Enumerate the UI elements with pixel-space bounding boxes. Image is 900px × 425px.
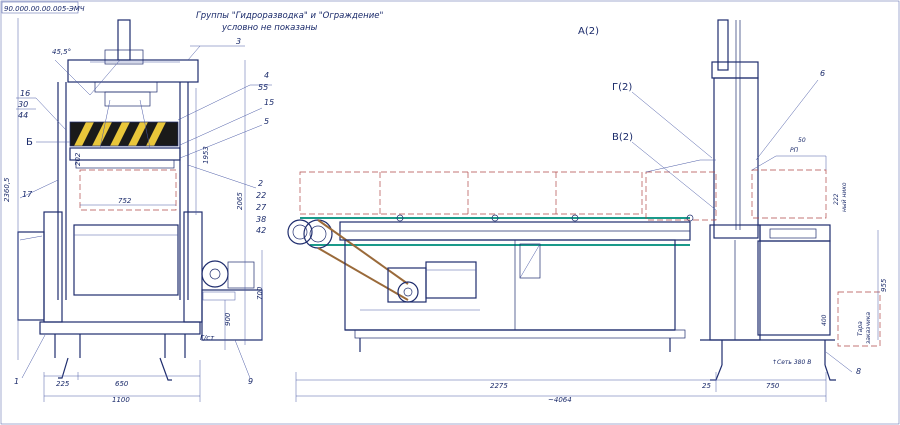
doc-code-text: 90.000.00.00.005-ЭМЧ bbox=[4, 5, 85, 13]
dim-955: 955 bbox=[880, 278, 888, 292]
dim-2065: 2065 bbox=[236, 192, 244, 210]
dim-1100: 1100 bbox=[112, 396, 130, 404]
dim-222: 222 bbox=[833, 193, 840, 205]
view-g-label: Г(2) bbox=[612, 82, 632, 93]
dim-50: 50 bbox=[798, 137, 806, 144]
tara-label: Тара bbox=[857, 321, 864, 336]
dim-4064: ~4064 bbox=[548, 396, 572, 404]
callout-55: 55 bbox=[258, 83, 268, 92]
dim-750: 750 bbox=[766, 382, 780, 390]
dim-400: 400 bbox=[821, 314, 828, 326]
dim-225: 225 bbox=[56, 380, 70, 388]
callout-15: 15 bbox=[264, 98, 274, 107]
callout-16: 16 bbox=[20, 89, 30, 98]
note-line-2: условно не показаны bbox=[221, 23, 318, 33]
callout-22: 22 bbox=[256, 191, 266, 200]
callout-9: 9 bbox=[248, 377, 253, 386]
net-label: ↑Сеть 380 В bbox=[772, 359, 811, 366]
callout-8: 8 bbox=[856, 367, 861, 376]
dim-2360: 2360,5 bbox=[3, 177, 11, 202]
callout-30: 30 bbox=[18, 100, 28, 109]
side-conveyor-view bbox=[287, 19, 881, 381]
dim-1953: 1953 bbox=[202, 146, 210, 164]
view-v-label: В(2) bbox=[612, 132, 633, 143]
dim-2275: 2275 bbox=[490, 382, 508, 390]
dim-25: 25 bbox=[702, 382, 711, 390]
dim-202: 202 bbox=[74, 152, 82, 166]
callout-27: 27 bbox=[256, 203, 267, 212]
dim-752: 752 bbox=[118, 197, 132, 205]
dim-900: 900 bbox=[224, 312, 232, 326]
view-a-label: A(2) bbox=[578, 26, 599, 37]
callout-6: 6 bbox=[820, 69, 825, 78]
note-line-1: Группы "Гидроразводка" и "Ограждение" bbox=[196, 11, 383, 21]
angle-label: 45,5° bbox=[52, 48, 71, 56]
callout-38: 38 bbox=[256, 215, 266, 224]
callout-44: 44 bbox=[18, 111, 28, 120]
gst-label: Г/ст bbox=[200, 334, 215, 342]
left-press-view bbox=[17, 19, 263, 381]
callout-3: 3 bbox=[236, 37, 241, 46]
callout-42: 42 bbox=[256, 226, 266, 235]
doc-code-stamp: 90.000.00.00.005-ЭМЧ bbox=[1, 1, 85, 14]
tara-label-2: заказчика bbox=[865, 312, 872, 344]
dim-hot: ный нико bbox=[841, 182, 848, 212]
hazard-plate bbox=[69, 121, 179, 147]
callout-2: 2 bbox=[258, 179, 263, 188]
view-b-label: Б bbox=[26, 137, 33, 148]
dim-650: 650 bbox=[115, 380, 129, 388]
callout-5: 5 bbox=[264, 117, 269, 126]
dim-700: 700 bbox=[256, 286, 264, 300]
dim-rolls: РП bbox=[790, 147, 799, 154]
callout-4: 4 bbox=[264, 71, 269, 80]
callout-1: 1 bbox=[14, 377, 19, 386]
